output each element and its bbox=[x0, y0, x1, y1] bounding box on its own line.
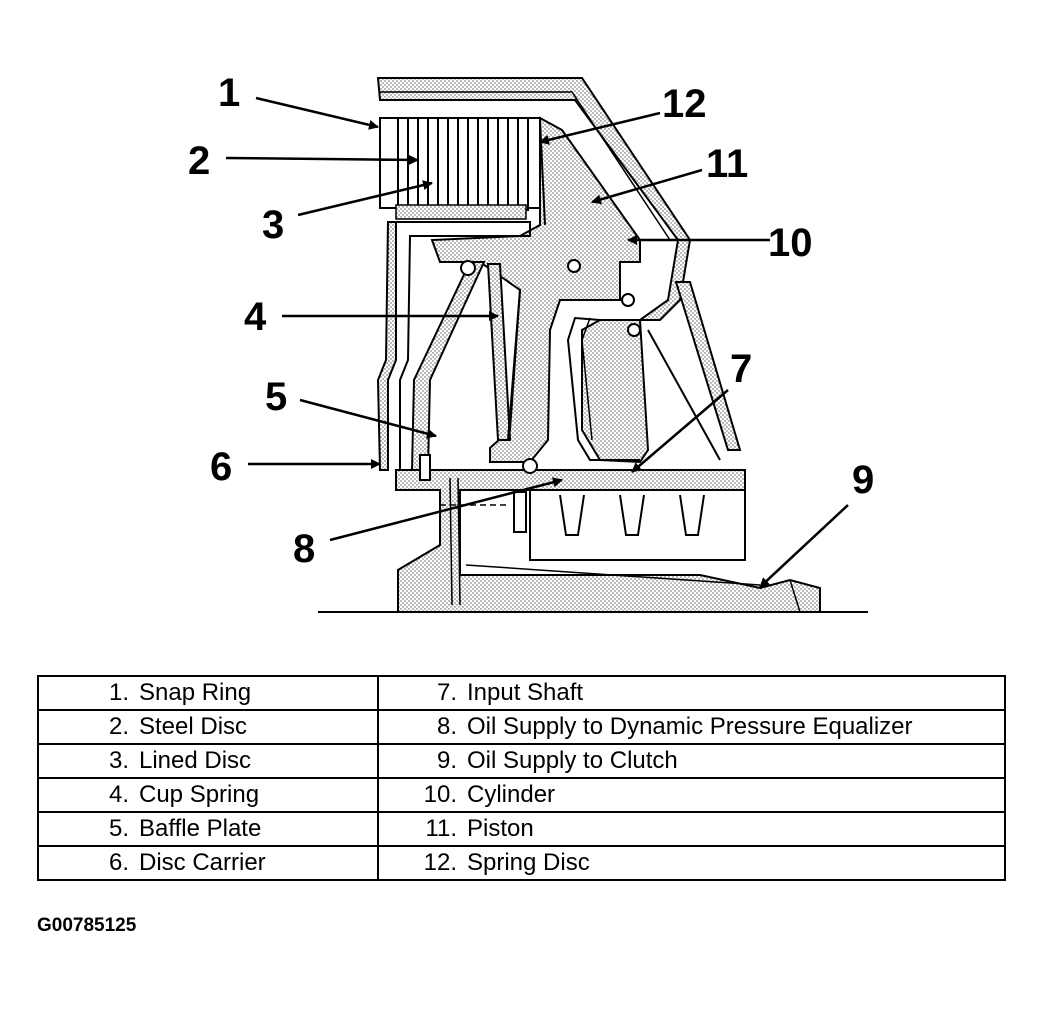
leader-7 bbox=[631, 389, 729, 473]
legend-number: 6. bbox=[108, 849, 129, 876]
piston-seal-right bbox=[621, 293, 635, 307]
legend-label: Baffle Plate bbox=[139, 815, 262, 842]
legend-number: 4. bbox=[108, 781, 129, 808]
callout-10: 10 bbox=[768, 221, 813, 265]
legend-cell: 3. Lined Disc bbox=[37, 743, 379, 779]
legend-label: Piston bbox=[467, 815, 534, 842]
legend-number: 3. bbox=[108, 747, 129, 774]
callout-11: 11 bbox=[706, 142, 748, 186]
disc-carrier bbox=[376, 221, 397, 471]
baffle-plate bbox=[410, 261, 486, 471]
legend-number: 5. bbox=[108, 815, 129, 842]
leader-9 bbox=[759, 504, 849, 588]
legend-label: Lined Disc bbox=[139, 747, 252, 774]
callout-7: 7 bbox=[730, 347, 752, 391]
legend-row: 6. Disc Carrier 12. Spring Disc bbox=[37, 845, 1006, 881]
callout-3: 3 bbox=[262, 203, 284, 247]
cylinder-inner-line bbox=[380, 91, 671, 241]
leader-1 bbox=[255, 96, 379, 130]
callout-9: 9 bbox=[852, 458, 874, 502]
legend-cell: 7. Input Shaft bbox=[377, 675, 1006, 711]
disc-carrier-wall bbox=[396, 221, 531, 470]
legend-number: 11. bbox=[425, 815, 457, 842]
legend-cell: 12. Spring Disc bbox=[377, 845, 1006, 881]
callout-12: 12 bbox=[662, 82, 707, 126]
outer-plate bbox=[674, 281, 742, 451]
legend-cell: 9. Oil Supply to Clutch bbox=[377, 743, 1006, 779]
legend-row: 1. Snap Ring 7. Input Shaft bbox=[37, 675, 1006, 711]
hub-splines bbox=[559, 494, 705, 536]
baffle-seal bbox=[460, 260, 476, 276]
callout-2: 2 bbox=[188, 139, 210, 183]
leader-5 bbox=[299, 398, 437, 439]
piston-seal-top bbox=[567, 259, 581, 273]
leader-lines bbox=[225, 96, 849, 588]
legend-label: Cylinder bbox=[467, 781, 556, 808]
legend-number: 12. bbox=[423, 849, 457, 876]
legend-cell: 11. Piston bbox=[377, 811, 1006, 847]
legend-label: Disc Carrier bbox=[139, 849, 266, 876]
leader-11 bbox=[591, 168, 703, 205]
legend-label: Steel Disc bbox=[139, 713, 248, 740]
legend-row: 4. Cup Spring 10. Cylinder bbox=[37, 777, 1006, 813]
legend-number: 1. bbox=[108, 679, 129, 706]
legend-number: 2. bbox=[108, 713, 129, 740]
disc-pack bbox=[379, 117, 541, 220]
legend-number: 7. bbox=[436, 679, 457, 706]
cup-spring bbox=[486, 263, 512, 441]
legend-cell: 5. Baffle Plate bbox=[37, 811, 379, 847]
legend-cell: 8. Oil Supply to Dynamic Pressure Equaliz… bbox=[377, 709, 1006, 745]
return-loop bbox=[566, 316, 640, 461]
legend-label: Snap Ring bbox=[139, 679, 252, 706]
legend-row: 3. Lined Disc 9. Oil Supply to Clutch bbox=[37, 743, 1006, 779]
leader-12 bbox=[539, 111, 661, 145]
legend-row: 5. Baffle Plate 11. Piston bbox=[37, 811, 1006, 847]
clutch-cross-section-diagram: 1 2 3 4 5 6 7 8 9 10 11 12 bbox=[188, 71, 874, 613]
legend-number: 8. bbox=[436, 713, 457, 740]
legend-cell: 2. Steel Disc bbox=[37, 709, 379, 745]
legend-label: Oil Supply to Clutch bbox=[467, 747, 678, 774]
piston-seal-lower bbox=[627, 323, 641, 337]
callout-6: 6 bbox=[210, 445, 232, 489]
callout-labels: 1 2 3 4 5 6 7 8 9 10 11 12 bbox=[188, 71, 874, 571]
legend-label: Oil Supply to Dynamic Pressure Equalizer bbox=[467, 713, 913, 740]
callout-4: 4 bbox=[244, 295, 267, 339]
leader-8 bbox=[329, 477, 563, 542]
legend-cell: 6. Disc Carrier bbox=[37, 845, 379, 881]
parts-legend-table: 1. Snap Ring 7. Input Shaft 2. Steel Disc 8… bbox=[37, 675, 1006, 881]
legend-label: Cup Spring bbox=[139, 781, 260, 808]
figure-id: G00785125 bbox=[37, 915, 137, 936]
callout-5: 5 bbox=[265, 375, 287, 419]
leader-2 bbox=[225, 154, 419, 165]
piston bbox=[430, 116, 641, 463]
legend-label: Input Shaft bbox=[467, 679, 584, 706]
hub-insert bbox=[529, 489, 746, 561]
legend-cell: 4. Cup Spring bbox=[37, 777, 379, 813]
legend-number: 10. bbox=[423, 781, 457, 808]
callout-1: 1 bbox=[218, 71, 240, 115]
legend-row: 2. Steel Disc 8. Oil Supply to Dynamic Pre… bbox=[37, 709, 1006, 745]
hub-seal bbox=[522, 458, 538, 474]
legend-number: 9. bbox=[436, 747, 457, 774]
oil-channel bbox=[449, 477, 461, 606]
legend-label: Spring Disc bbox=[467, 849, 590, 876]
legend-cell: 10. Cylinder bbox=[377, 777, 1006, 813]
leader-3 bbox=[297, 180, 433, 217]
callout-8: 8 bbox=[293, 527, 315, 571]
legend-cell: 1. Snap Ring bbox=[37, 675, 379, 711]
